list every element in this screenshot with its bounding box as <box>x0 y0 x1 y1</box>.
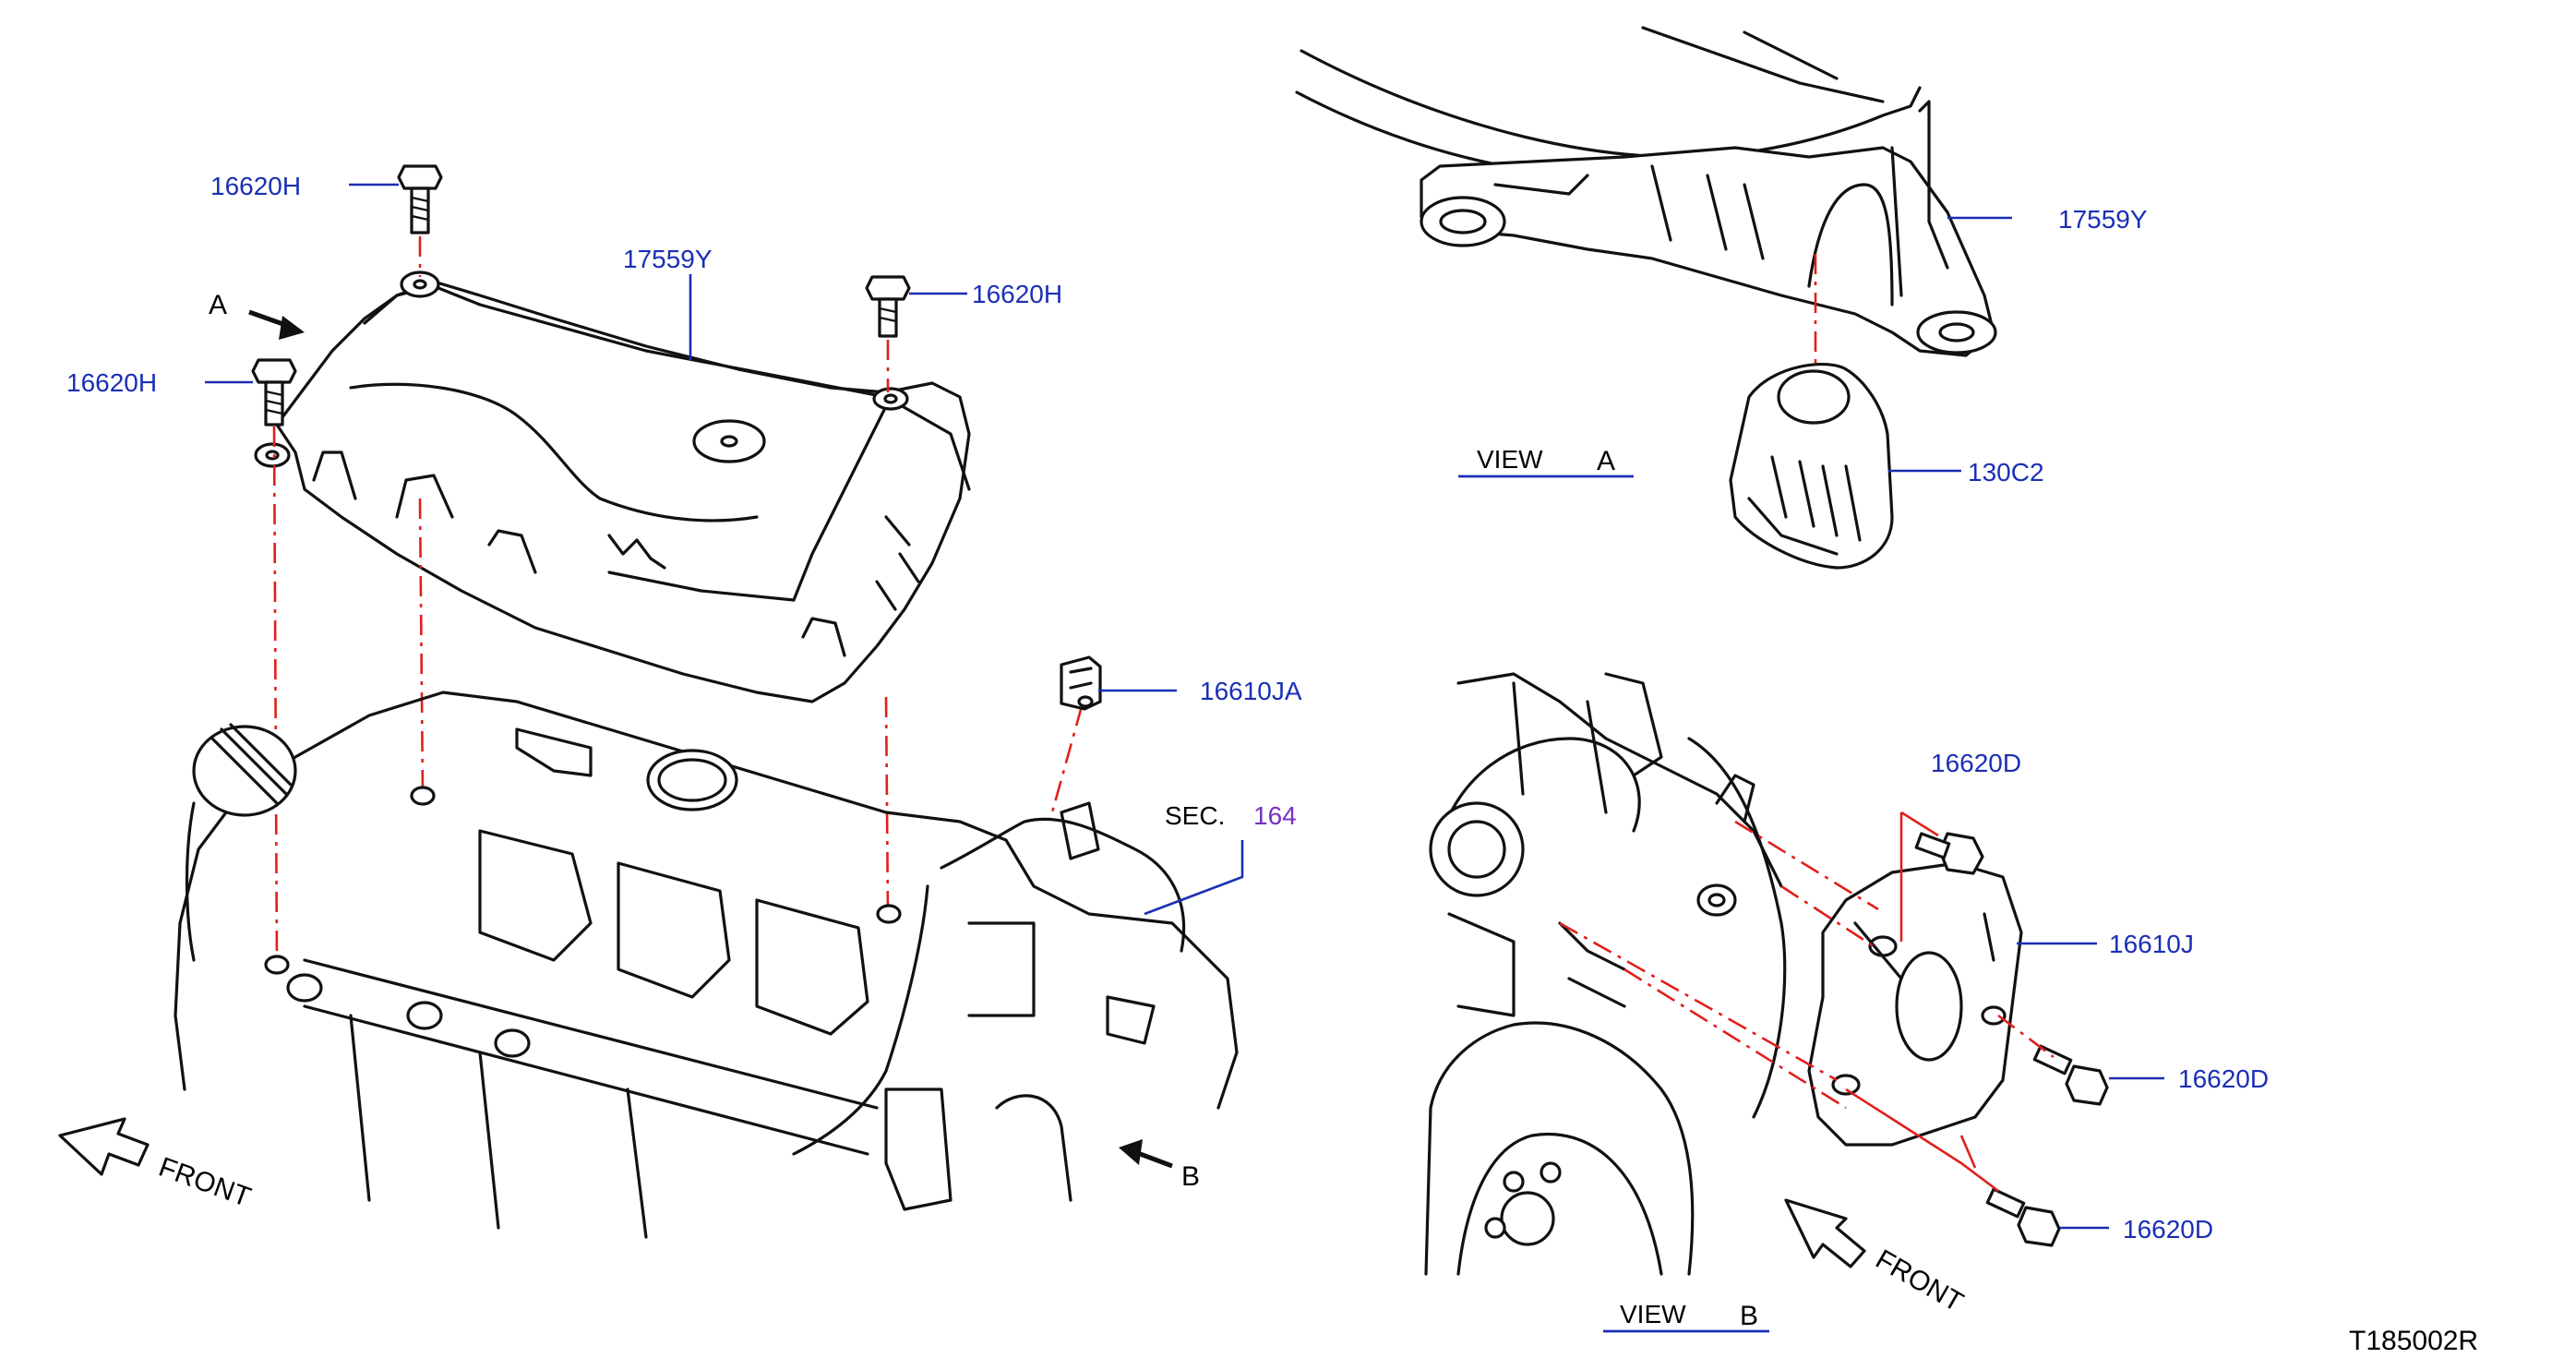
leader-lines-view-a <box>1458 216 2012 478</box>
label-view-a-word: VIEW <box>1477 445 1543 474</box>
leader-lines-left <box>205 183 1244 916</box>
label-bolt-16620H-top-left: 16620H <box>210 172 301 200</box>
view-b-drawing <box>1424 672 1787 1276</box>
engine-block-left <box>174 691 1239 1239</box>
label-view-a-cover-17559Y: 17559Y <box>2058 205 2148 234</box>
drawing-code: T185002R <box>2349 1326 2478 1356</box>
label-view-a-letter: A <box>1597 446 1615 476</box>
assembly-lines-view-b <box>1559 811 2055 1193</box>
label-arrow-b: B <box>1181 1161 1200 1192</box>
view-arrow-a <box>248 309 305 340</box>
label-front-right: FRONT <box>1871 1244 1969 1317</box>
label-bolt-16620H-left: 16620H <box>66 368 157 397</box>
leader-lines-view-b <box>1603 942 2164 1333</box>
bolt-16620H-left <box>251 358 297 427</box>
label-bracket-16610J: 16610J <box>2109 930 2194 958</box>
label-bracket-16610JA: 16610JA <box>1200 677 1302 705</box>
bolt-16620D-bottom <box>1985 1187 2061 1247</box>
label-bracket-130C2: 130C2 <box>1968 458 2044 487</box>
front-arrow-right <box>1784 1198 1866 1268</box>
label-bolt-16620D-top: 16620D <box>1931 749 2021 777</box>
label-section-prefix: SEC. <box>1165 801 1225 830</box>
bolt-16620H-top-left <box>397 164 443 234</box>
label-arrow-a: A <box>209 290 227 320</box>
bracket-130C2 <box>1729 363 1894 570</box>
label-cover-17559Y: 17559Y <box>623 245 713 273</box>
engine-cover-17559Y <box>254 270 971 703</box>
label-front-left: FRONT <box>155 1152 255 1213</box>
label-bolt-16620D-bottom: 16620D <box>2123 1215 2213 1244</box>
bracket-16610JA <box>1060 655 1102 711</box>
assembly-lines-left <box>272 236 1084 966</box>
label-bolt-16620H-top-right: 16620H <box>972 280 1062 308</box>
label-view-b-word: VIEW <box>1620 1300 1686 1328</box>
view-arrow-b <box>1119 1139 1173 1169</box>
bolt-16620H-top-right <box>865 275 911 338</box>
bolt-16620D-top <box>1914 832 1984 875</box>
label-view-b-letter: B <box>1740 1301 1758 1331</box>
view-a-drawing <box>1295 26 1997 357</box>
bolt-16620D-mid <box>2032 1044 2109 1106</box>
label-bolt-16620D-mid: 16620D <box>2178 1064 2269 1093</box>
label-section-164[interactable]: 164 <box>1253 801 1297 830</box>
bracket-16610J <box>1807 861 2023 1147</box>
front-arrow-left <box>58 1117 150 1176</box>
